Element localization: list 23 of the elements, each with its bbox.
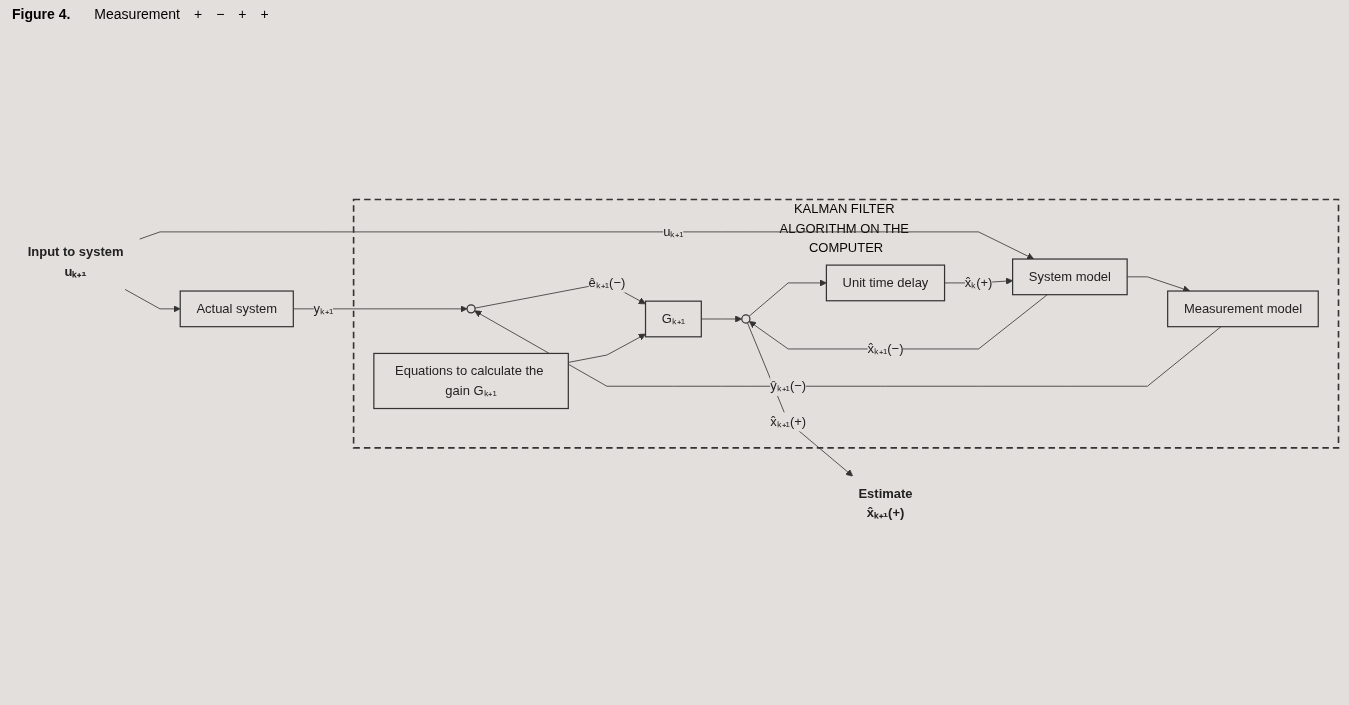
node-circle [740,313,750,324]
edge-label: êₖ₊₁(−) [588,275,625,290]
node-text: Estimate x̂ₖ₊₁(+) [857,486,912,520]
note-label: Measurement [94,6,180,22]
note-label: + [193,6,203,22]
edge-label: x̂ₖ₊₁(−) [866,341,903,356]
node-box: System model [1011,258,1128,295]
node-box: Actual system [179,290,294,327]
node-box: Measurement model [1166,290,1319,327]
figure-title: Figure 4. [12,6,71,22]
node-text: Input to system uₖ₊₁ [27,244,123,278]
node-box: Gₖ₊₁ [644,300,702,338]
node-circle [465,303,476,314]
note-label: − [216,6,225,22]
note-label: + [238,6,247,22]
node-box: Equations to calculate the gain Gₖ₊₁ [372,352,569,409]
edge-label: ŷₖ₊₁(−) [769,378,806,393]
edge-label: x̂ₖ₊₁(+) [769,414,806,428]
note-label: + [260,6,269,22]
edge-label: uₖ₊₁ [662,224,684,238]
edge-label: yₖ₊₁ [313,301,333,315]
edge-label: x̂ₖ(+) [964,275,992,290]
node-box: Unit time delay [825,264,945,301]
